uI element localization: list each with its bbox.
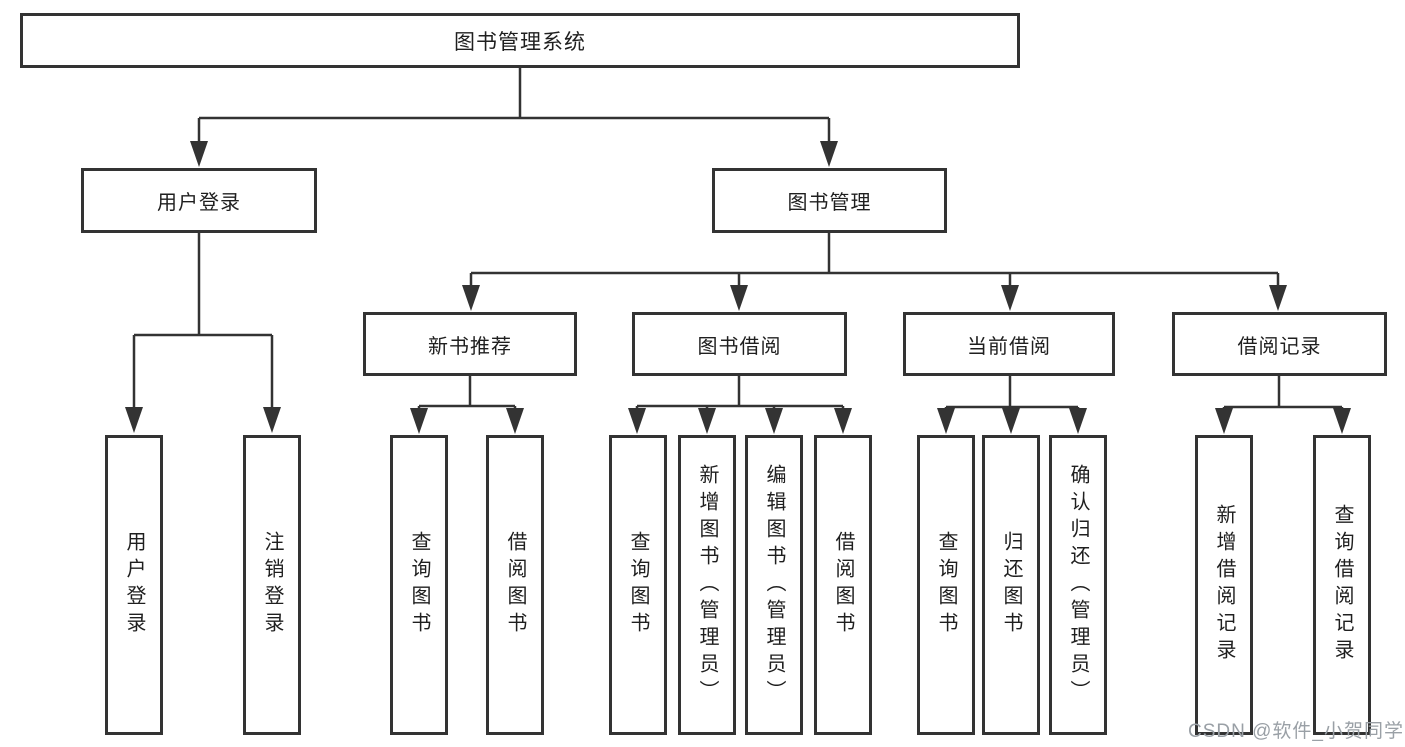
leaf-query-books-2: 查询图书 [609,435,667,735]
leaf-borrow-books-2: 借阅图书 [814,435,872,735]
leaf-query-books-3: 查询图书 [917,435,975,735]
node-new-book-recommend-label: 新书推荐 [428,335,512,358]
node-current-borrow-label: 当前借阅 [967,335,1051,358]
leaf-query-books-3-label: 查询图书 [935,531,957,639]
node-new-book-recommend: 新书推荐 [363,312,577,376]
leaf-add-books-admin-label: 新增图书（管理员） [696,463,718,707]
leaf-add-borrow-record: 新增借阅记录 [1195,435,1253,735]
csdn-watermark: CSDN @软件_小贺同学 [1188,721,1404,742]
node-book-management-label: 图书管理 [787,192,872,214]
node-book-borrow-label: 图书借阅 [697,335,782,358]
leaf-confirm-return-admin: 确认归还（管理员） [1049,435,1107,735]
node-book-management-branch: 图书管理 [712,168,947,233]
leaf-query-books-1-label: 查询图书 [408,531,430,639]
node-borrow-records-label: 借阅记录 [1237,335,1322,358]
leaf-query-books-2-label: 查询图书 [627,531,649,639]
node-root-system: 图书管理系统 [20,13,1020,68]
node-user-login-label: 用户登录 [157,192,241,214]
arrowheads [125,141,1351,434]
leaf-query-books-1: 查询图书 [390,435,448,735]
leaf-logout-label: 注销登录 [261,531,283,639]
leaf-query-borrow-record-label: 查询借阅记录 [1331,504,1353,666]
leaf-query-borrow-record: 查询借阅记录 [1313,435,1371,735]
node-borrow-records: 借阅记录 [1172,312,1387,376]
leaf-return-books-label: 归还图书 [1000,531,1022,639]
node-root-label: 图书管理系统 [454,30,586,54]
leaf-add-borrow-record-label: 新增借阅记录 [1213,504,1235,666]
node-current-borrow: 当前借阅 [903,312,1115,376]
leaf-borrow-books-1: 借阅图书 [486,435,544,735]
leaf-add-books-admin: 新增图书（管理员） [678,435,736,735]
leaf-return-books: 归还图书 [982,435,1040,735]
node-book-borrow: 图书借阅 [632,312,847,376]
node-user-login-branch: 用户登录 [81,168,317,233]
leaf-user-login-label: 用户登录 [123,531,145,639]
leaf-logout: 注销登录 [243,435,301,735]
leaf-edit-books-admin: 编辑图书（管理员） [745,435,803,735]
leaf-user-login: 用户登录 [105,435,163,735]
leaf-borrow-books-1-label: 借阅图书 [504,531,526,639]
leaf-borrow-books-2-label: 借阅图书 [832,531,854,639]
leaf-confirm-return-admin-label: 确认归还（管理员） [1067,463,1089,707]
leaf-edit-books-admin-label: 编辑图书（管理员） [763,463,785,707]
